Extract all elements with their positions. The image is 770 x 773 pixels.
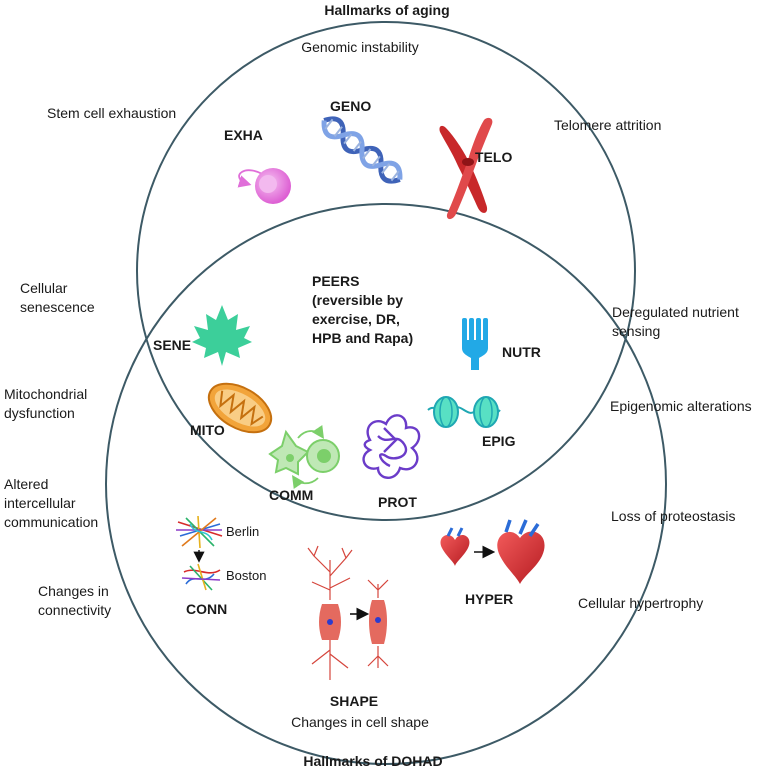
label-cellular-senescence: Cellular senescence xyxy=(20,280,95,315)
top-title: Hallmarks of aging xyxy=(324,2,450,18)
maple-leaf-icon xyxy=(192,305,252,366)
protein-icon xyxy=(362,414,421,479)
label-altered-intercellular-communication: Altered intercellular communication xyxy=(4,476,99,530)
bottom-title: Hallmarks of DOHAD xyxy=(303,753,443,769)
label-epigenomic-alterations: Epigenomic alterations xyxy=(610,398,752,414)
abbr-sene: SENE xyxy=(153,337,192,353)
abbr-prot: PROT xyxy=(378,494,417,510)
label-changes-in-connectivity: Changes in connectivity xyxy=(38,583,112,618)
chromatin-icon xyxy=(427,396,501,428)
label-changes-in-cell-shape: Changes in cell shape xyxy=(291,714,429,730)
label-loss-of-proteostasis: Loss of proteostasis xyxy=(611,508,736,524)
abbr-comm: COMM xyxy=(269,487,314,503)
abbr-geno: GENO xyxy=(330,98,372,114)
abbr-nutr: NUTR xyxy=(502,344,541,360)
abbr-telo: TELO xyxy=(475,149,513,165)
label-telomere-attrition: Telomere attrition xyxy=(554,117,662,133)
label-genomic-instability: Genomic instability xyxy=(301,39,419,55)
peers-label: PEERS (reversible by exercise, DR, HPB a… xyxy=(312,273,414,346)
neuron-icon xyxy=(307,545,389,680)
abbr-exha: EXHA xyxy=(224,127,263,143)
network-map-icon xyxy=(176,515,223,591)
label-mitochondrial-dysfunction: Mitochondrial dysfunction xyxy=(4,386,88,421)
abbr-epig: EPIG xyxy=(482,433,516,449)
label-boston: Boston xyxy=(226,568,267,583)
label-stem-cell-exhaustion: Stem cell exhaustion xyxy=(47,105,177,121)
label-cellular-hypertrophy: Cellular hypertrophy xyxy=(578,595,704,611)
dna-helix-icon xyxy=(321,116,403,184)
dohad-circle xyxy=(105,203,667,765)
mitochondrion-icon xyxy=(207,382,273,434)
fork-icon xyxy=(462,318,488,370)
label-deregulated-nutrient-sensing: Deregulated nutrient sensing xyxy=(612,304,739,339)
heart-icon xyxy=(440,519,545,584)
abbr-hyper: HYPER xyxy=(465,591,514,607)
aging-circle xyxy=(136,21,636,521)
cell-communication-icon xyxy=(268,425,340,489)
abbr-conn: CONN xyxy=(186,601,228,617)
label-berlin: Berlin xyxy=(226,524,260,539)
stem-cell-icon xyxy=(237,168,291,204)
chromosome-icon xyxy=(439,117,493,220)
abbr-shape: SHAPE xyxy=(329,693,379,709)
abbr-mito: MITO xyxy=(190,422,225,438)
